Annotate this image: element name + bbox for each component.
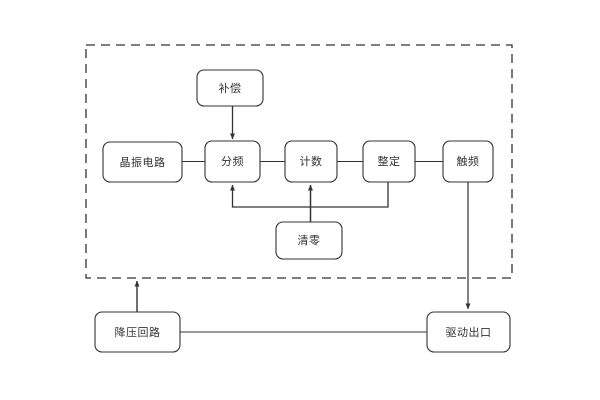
node-shape-qudong[interactable] [426, 311, 511, 353]
node-shape-jingzhen[interactable] [102, 141, 183, 183]
node-shape-qingling[interactable] [275, 221, 343, 260]
node-shape-jiangya[interactable] [94, 311, 181, 353]
dashed-group-box [85, 44, 513, 279]
node-shape-jishu[interactable] [284, 140, 338, 183]
node-shape-buchang[interactable] [196, 69, 264, 107]
node-shape-chupin[interactable] [442, 140, 494, 183]
node-shape-fenpin[interactable] [204, 140, 261, 183]
node-shape-zhengding[interactable] [362, 140, 416, 183]
